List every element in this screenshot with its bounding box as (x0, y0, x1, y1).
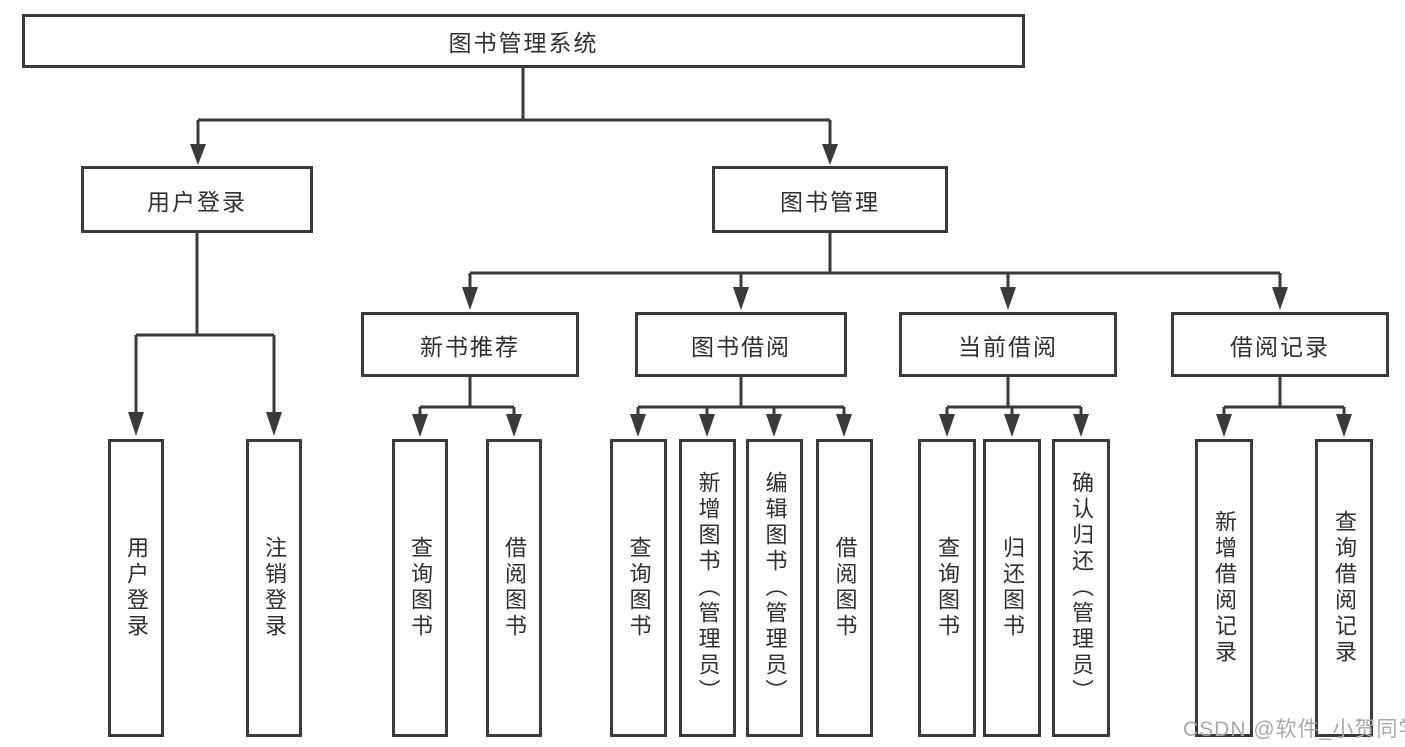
connector-borrow-records-to-leaves (1216, 377, 1352, 437)
node-current-borrowing-label: 当前借阅 (958, 333, 1058, 360)
leaf-query-books-recommend-label: 查询图书 (408, 536, 433, 640)
leaf-add-borrow-record: 新增借阅记录 (1195, 439, 1253, 737)
leaf-query-books-borrow: 查询图书 (610, 439, 667, 737)
leaf-user-login: 用户登录 (108, 439, 164, 737)
node-new-book-recommendation: 新书推荐 (361, 312, 579, 377)
leaf-borrow-books: 借阅图书 (816, 439, 873, 737)
leaf-logout-label: 注销登录 (262, 536, 287, 640)
leaf-query-books-borrow-label: 查询图书 (626, 536, 652, 640)
node-book-management-label: 图书管理 (780, 188, 880, 215)
node-book-borrowing: 图书借阅 (635, 312, 847, 377)
node-borrowing-records-label: 借阅记录 (1230, 333, 1330, 360)
leaf-confirm-return-admin-label: 确认归还（管理员） (1069, 471, 1094, 705)
node-user-login-label: 用户登录 (147, 188, 247, 215)
node-root-label: 图书管理系统 (448, 30, 599, 56)
leaf-query-books-current-label: 查询图书 (935, 536, 960, 640)
node-book-borrowing-label: 图书借阅 (691, 333, 791, 360)
connector-root-to-level2 (190, 68, 838, 165)
connector-book-borrow-to-leaves (630, 377, 852, 437)
leaf-logout: 注销登录 (246, 439, 302, 737)
leaf-add-book-admin-label: 新增图书（管理员） (695, 471, 721, 705)
leaf-query-books-recommend: 查询图书 (392, 439, 448, 737)
node-new-book-recommendation-label: 新书推荐 (420, 333, 520, 360)
leaf-borrow-books-recommend-label: 借阅图书 (502, 536, 527, 640)
leaf-return-books: 归还图书 (983, 439, 1041, 737)
connector-user-login-to-leaves (128, 233, 282, 436)
node-book-management: 图书管理 (712, 166, 948, 233)
leaf-return-books-label: 归还图书 (1000, 536, 1025, 640)
leaf-query-borrow-record: 查询借阅记录 (1315, 439, 1373, 737)
leaf-edit-book-admin-label: 编辑图书（管理员） (762, 471, 788, 705)
leaf-query-books-current: 查询图书 (918, 439, 976, 737)
node-root: 图书管理系统 (22, 14, 1025, 68)
node-user-login: 用户登录 (81, 166, 313, 233)
leaf-borrow-books-label: 借阅图书 (832, 536, 858, 640)
leaf-edit-book-admin: 编辑图书（管理员） (746, 439, 803, 737)
connector-new-book-to-leaves (412, 377, 522, 437)
leaf-add-borrow-record-label: 新增借阅记录 (1212, 510, 1237, 666)
leaf-query-borrow-record-label: 查询借阅记录 (1332, 510, 1357, 666)
watermark: CSDN @软件_小贺同学 (1183, 718, 1405, 741)
node-current-borrowing: 当前借阅 (899, 312, 1117, 377)
leaf-borrow-books-recommend: 借阅图书 (486, 439, 542, 737)
leaf-confirm-return-admin: 确认归还（管理员） (1052, 439, 1110, 737)
connector-book-management-to-level3 (462, 233, 1288, 310)
leaf-user-login-label: 用户登录 (124, 536, 149, 640)
leaf-add-book-admin: 新增图书（管理员） (679, 439, 736, 737)
connector-current-borrow-to-leaves (939, 377, 1089, 437)
node-borrowing-records: 借阅记录 (1171, 312, 1389, 377)
